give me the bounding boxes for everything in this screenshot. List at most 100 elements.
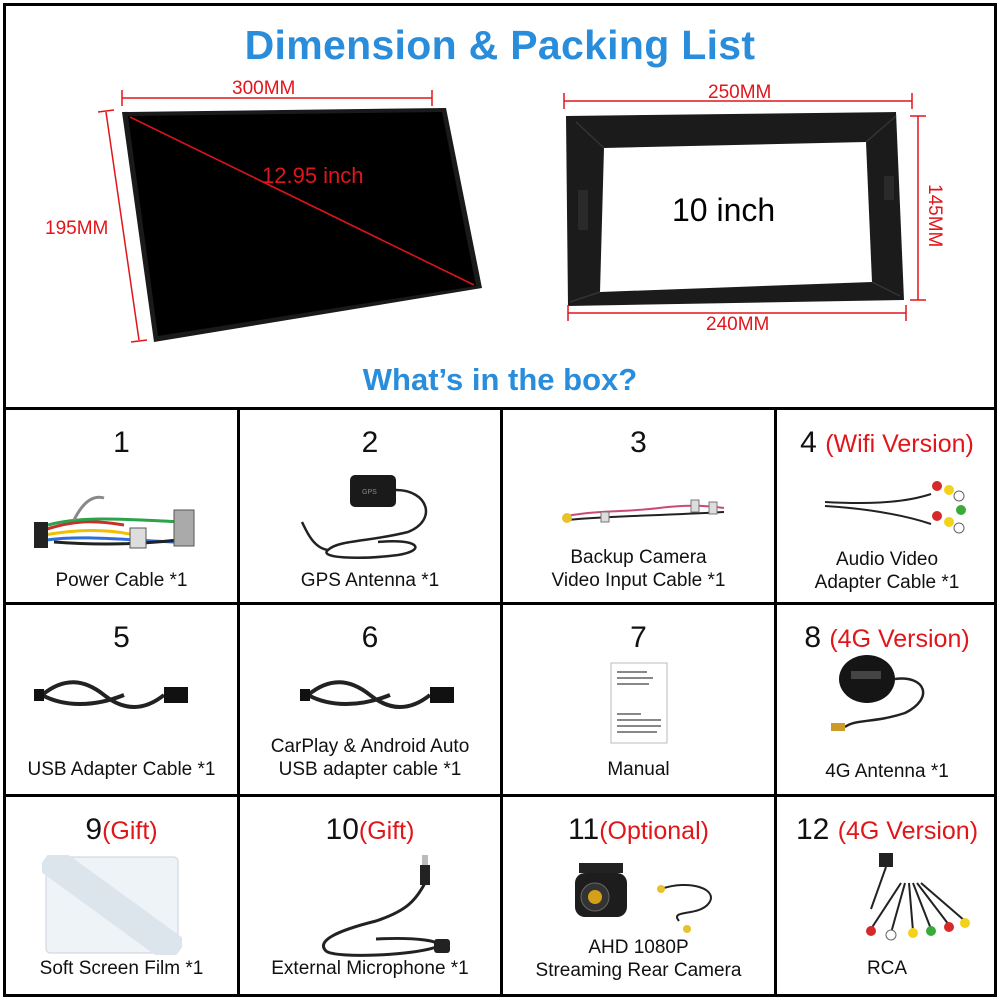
item-tag: (4G Version) (829, 625, 970, 653)
item-text: 7 (630, 621, 647, 654)
item-text: 3 (630, 426, 647, 459)
item-number: 4 (Wifi Version) (777, 426, 997, 460)
backup-camera-cable-icon (562, 499, 725, 523)
item-number: 5 (6, 621, 237, 655)
item-text: 2 (361, 426, 379, 459)
frame-size-label: 10 inch (672, 192, 776, 228)
item-number: 11(Optional) (503, 813, 774, 847)
item-text: 9 (85, 813, 103, 846)
frame-right-dimension-line (910, 115, 926, 301)
item-text: Backup Camera (570, 547, 707, 568)
item-caption: Soft Screen Film *1 (6, 957, 237, 980)
item-caption: CarPlay & Android Auto USB adapter cable… (240, 735, 500, 781)
grid-divider (774, 407, 777, 997)
item-cell: 10(Gift) External Microphone *1 (240, 797, 500, 994)
item-text: 8 (804, 621, 821, 654)
item-caption: Backup Camera Video Input Cable *1 (503, 546, 774, 592)
width-dimension-label: 300MM (232, 78, 296, 99)
item-text: Adapter Cable *1 (814, 572, 960, 593)
item-number: 7 (503, 621, 774, 655)
rca-cable-icon (866, 853, 970, 941)
item-text: Video Input Cable *1 (551, 570, 726, 591)
item-caption: Power Cable *1 (6, 569, 237, 592)
item-caption: GPS Antenna *1 (240, 569, 500, 592)
diagonal-size-label: 12.95 inch (262, 163, 364, 188)
item-tag: (Optional) (599, 817, 709, 845)
item-text: Audio Video (835, 549, 939, 570)
usb-cable-icon (34, 680, 188, 709)
av-adapter-cable-icon (824, 481, 966, 534)
item-text: 6 (361, 621, 379, 654)
item-caption: Manual (503, 758, 774, 781)
manual-icon (610, 662, 668, 744)
height-dimension-line (97, 109, 148, 343)
item-cell: 6 CarPlay & Android Auto USB adapter cab… (240, 605, 500, 794)
section-subtitle: What’s in the box? (362, 362, 638, 397)
item-text: CarPlay & Android Auto (270, 736, 470, 757)
item-number: 12 (4G Version) (777, 813, 997, 847)
item-caption: 4G Antenna *1 (777, 760, 997, 783)
item-cell: 2 GPS GPS Antenna *1 (240, 410, 500, 602)
gps-antenna-icon: GPS (300, 475, 428, 559)
frame-right-dimension-label: 145MM (924, 184, 945, 248)
item-cell: 4 (Wifi Version) Audio Video Adapter Cab… (777, 410, 997, 602)
item-text: 10 (325, 813, 359, 846)
frame-bottom-dimension-line (567, 305, 907, 321)
item-caption: External Microphone *1 (240, 957, 500, 980)
item-cell: 9(Gift) Soft Screen Film *1 (6, 797, 237, 994)
item-cell: 12 (4G Version) RCA (777, 797, 997, 994)
item-number: 2 (240, 426, 500, 460)
item-number: 6 (240, 621, 500, 655)
item-cell: 3 Backup Camera Video Input Cable *1 (503, 410, 774, 602)
item-number: 8 (4G Version) (777, 621, 997, 655)
item-text: USB adapter cable *1 (278, 759, 462, 780)
width-dimension-line (121, 90, 433, 106)
item-text: 12 (795, 813, 830, 846)
item-text: 5 (113, 621, 130, 654)
item-number: 1 (6, 426, 237, 460)
tablet-screen (122, 108, 482, 342)
frame-top-dimension-line (563, 93, 913, 109)
carplay-usb-cable-icon (300, 680, 454, 709)
item-cell: 7 Manual (503, 605, 774, 794)
item-text: Streaming Rear Camera (535, 960, 742, 981)
svg-text:GPS: GPS (362, 489, 377, 496)
item-text: USB Adapter Cable *1 (27, 759, 216, 780)
item-cell: 5 USB Adapter Cable *1 (6, 605, 237, 794)
mounting-frame (566, 112, 904, 306)
grid-divider (500, 407, 503, 997)
4g-antenna-icon (831, 655, 925, 731)
item-text: Manual (607, 759, 670, 780)
item-caption: Audio Video Adapter Cable *1 (777, 548, 997, 594)
item-number: 10(Gift) (240, 813, 500, 847)
item-caption: USB Adapter Cable *1 (6, 758, 237, 781)
microphone-icon (322, 855, 450, 957)
item-caption: AHD 1080P Streaming Rear Camera (503, 936, 774, 982)
item-number: 3 (503, 426, 774, 460)
item-tag: (4G Version) (837, 817, 979, 845)
item-text: 4G Antenna *1 (825, 761, 949, 782)
item-text: RCA (866, 958, 908, 979)
item-text: External Microphone *1 (271, 958, 469, 979)
power-cable-icon (34, 495, 195, 549)
item-cell: 8 (4G Version) 4G Antenna *1 (777, 605, 997, 794)
item-text: AHD 1080P (588, 937, 689, 958)
frame-bottom-dimension-label: 240MM (706, 314, 770, 335)
item-cell: 11(Optional) AHD 1080P Streaming Rear Ca… (503, 797, 774, 994)
item-text: 4 (800, 426, 817, 459)
item-text: Power Cable *1 (55, 570, 188, 591)
item-tag: (Wifi Version) (825, 430, 974, 458)
item-text: GPS Antenna *1 (300, 570, 440, 591)
height-dimension-label: 195MM (45, 218, 109, 239)
item-text: 1 (113, 426, 130, 459)
item-tag: (Gift) (102, 817, 158, 845)
grid-divider (237, 407, 240, 997)
page-title: Dimension & Packing List (244, 22, 756, 68)
item-number: 9(Gift) (6, 813, 237, 847)
rear-camera-icon (575, 863, 712, 933)
item-text: Soft Screen Film *1 (39, 958, 204, 979)
item-cell: 1 Power Cable *1 (6, 410, 237, 602)
item-text: 11 (568, 813, 600, 846)
screen-film-icon (42, 855, 182, 955)
item-caption: RCA (777, 957, 997, 980)
